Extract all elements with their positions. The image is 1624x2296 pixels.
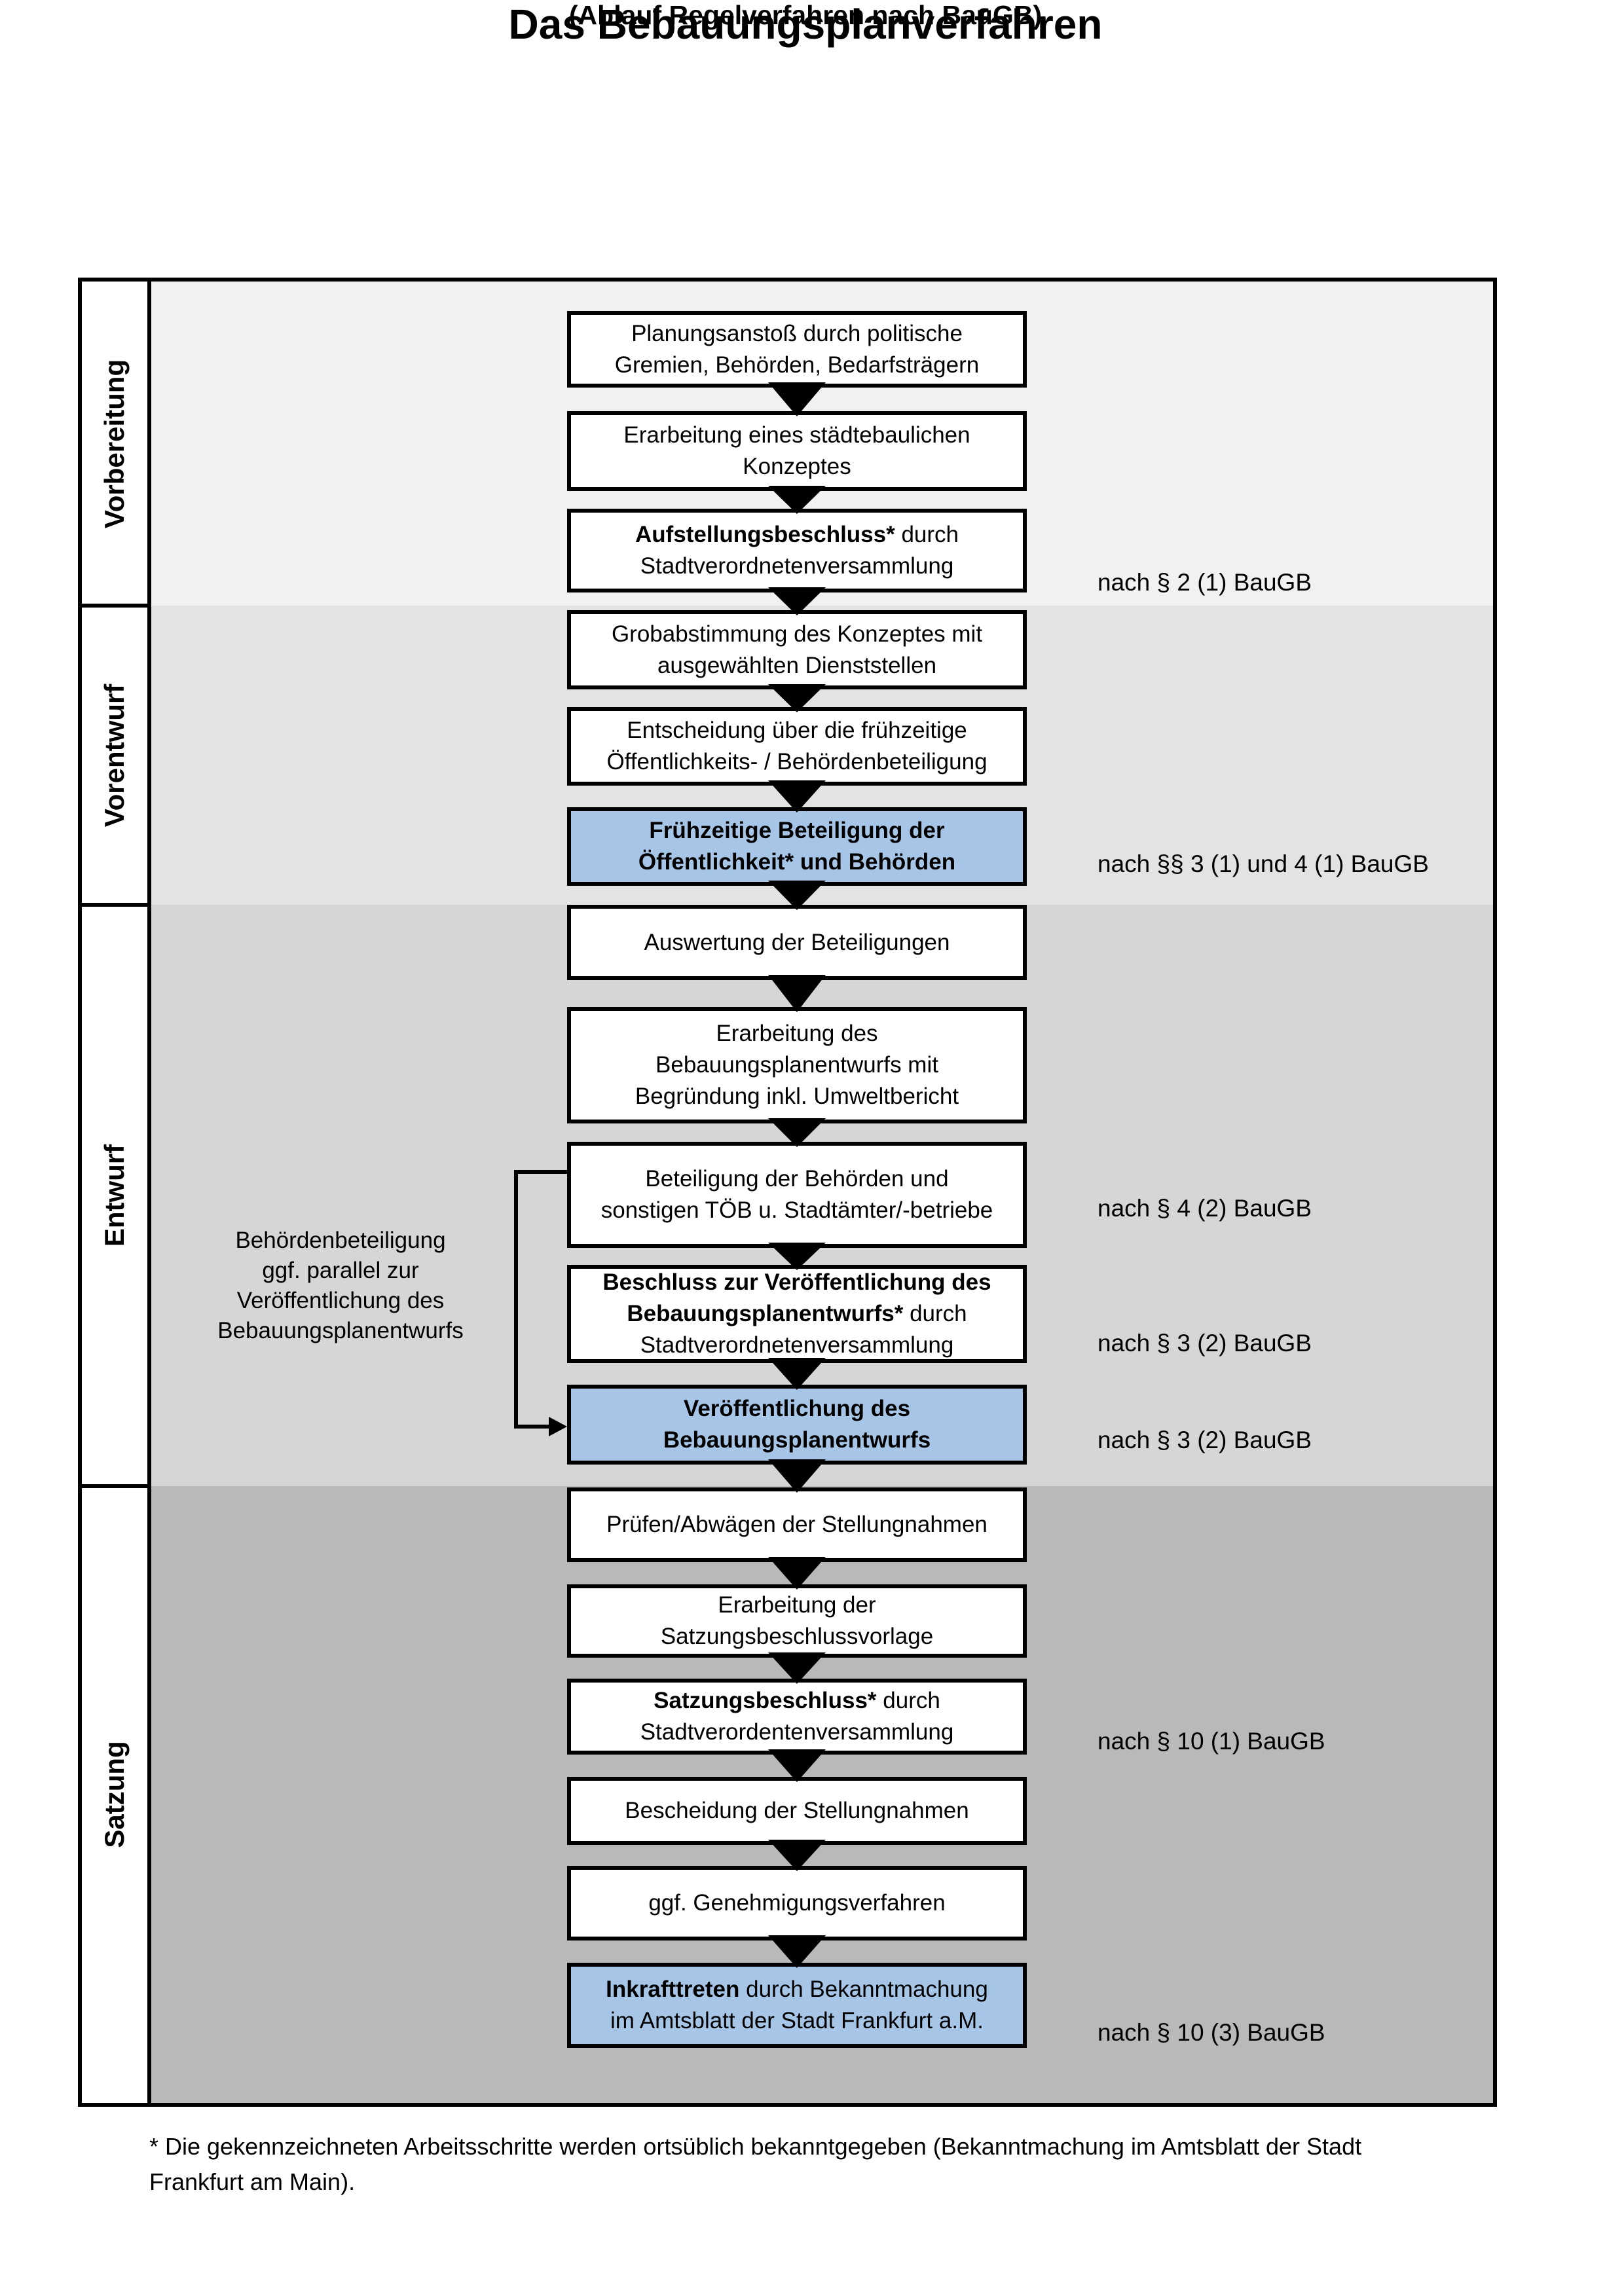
flow-step-text: Satzungsbeschluss* durch	[654, 1688, 940, 1713]
side-note-line: Bebauungsplanentwurfs	[217, 1318, 464, 1343]
arrow-down-icon	[768, 1358, 826, 1390]
phase-divider	[82, 903, 151, 907]
flow-step-grobabstimmung: Grobabstimmung des Konzeptes mit ausgewäh…	[567, 610, 1027, 689]
phase-label-entwurf: Entwurf	[99, 1144, 130, 1247]
flow-step-text: Beteiligung der Behörden und	[645, 1166, 949, 1192]
flow-step-text: Bescheidung der Stellungnahmen	[625, 1798, 969, 1823]
flow-step-text: Auswertung der Beteiligungen	[644, 929, 950, 955]
flow-step-text: Konzeptes	[743, 454, 851, 479]
arrow-down-icon	[768, 1840, 826, 1871]
arrow-down-icon	[768, 382, 826, 416]
flow-step-text: Satzungsbeschlussvorlage	[660, 1624, 934, 1649]
legal-reference-4: nach § 3 (2) BauGB	[1098, 1330, 1312, 1357]
flow-step-text: Gremien, Behörden, Bedarfsträgern	[614, 352, 980, 378]
parallel-connector-line	[514, 1425, 551, 1429]
flow-step-text: Aufstellungsbeschluss* durch	[635, 522, 959, 547]
page-title: Das Bebauungsplanverfahren	[508, 1, 1103, 48]
flow-step-text: Planungsanstoß durch politische	[631, 320, 963, 346]
footnote-line: * Die gekennzeichneten Arbeitsschritte w…	[149, 2133, 1362, 2160]
flow-step-text: Stadtverordnetenversammlung	[640, 553, 954, 579]
phase-label-satzung: Satzung	[99, 1741, 130, 1848]
side-note-line: Behördenbeteiligung	[235, 1228, 446, 1253]
flow-step-text: Beschluss zur Veröffentlichung des	[602, 1269, 991, 1295]
footnote: * Die gekennzeichneten Arbeitsschritte w…	[149, 2129, 1511, 2200]
flow-step-text: Prüfen/Abwägen der Stellungnahmen	[606, 1512, 987, 1537]
legal-reference-1: nach § 2 (1) BauGB	[1098, 569, 1312, 596]
arrow-down-icon	[768, 1749, 826, 1782]
flow-step-text: Bebauungsplanentwurfs	[663, 1427, 931, 1453]
arrow-down-icon	[768, 486, 826, 514]
flow-step-text: Erarbeitung eines städtebaulichen	[623, 422, 970, 448]
phase-label-vorbereitung: Vorbereitung	[99, 359, 130, 528]
flow-step-text: Erarbeitung des	[716, 1021, 878, 1046]
page-subtitle: (Ablauf Regelverfahren nach BauGB)	[568, 0, 1043, 30]
flow-step-text: Entscheidung über die frühzeitige	[627, 718, 967, 743]
flow-step-inkrafttreten: Inkrafttreten durch Bekanntmachung im Amt…	[567, 1963, 1027, 2048]
arrow-down-icon	[768, 1652, 826, 1684]
legal-reference-5: nach § 3 (2) BauGB	[1098, 1427, 1312, 1453]
arrow-down-icon	[768, 1459, 826, 1493]
side-note-line: Veröffentlichung des	[236, 1288, 445, 1313]
arrow-down-icon	[768, 780, 826, 812]
flow-step-text: Frühzeitige Beteiligung der	[649, 818, 945, 843]
flow-step-text: ausgewählten Dienststellen	[657, 652, 937, 678]
phase-column-rule	[147, 282, 151, 2103]
arrow-down-icon	[768, 684, 826, 712]
flow-step-text: Bebauungsplanentwurfs mit	[655, 1052, 938, 1078]
legal-reference-2: nach §§ 3 (1) und 4 (1) BauGB	[1098, 850, 1429, 877]
arrow-right-icon	[549, 1417, 567, 1436]
flow-step-genehmigungsverfahren: ggf. Genehmigungsverfahren	[567, 1866, 1027, 1941]
flow-step-pruefen-abwaegen: Prüfen/Abwägen der Stellungnahmen	[567, 1487, 1027, 1562]
flow-step-auswertung-beteiligungen: Auswertung der Beteiligungen	[567, 905, 1027, 980]
phase-divider	[82, 1484, 151, 1488]
side-note-line: ggf. parallel zur	[262, 1258, 419, 1283]
flow-step-text: Öffentlichkeit* und Behörden	[638, 849, 956, 875]
parallel-connector-line	[514, 1170, 567, 1174]
arrow-down-icon	[768, 1935, 826, 1968]
flow-step-bescheidung-stellungnahmen: Bescheidung der Stellungnahmen	[567, 1777, 1027, 1845]
parallel-connector-line	[514, 1170, 518, 1429]
footnote-line: Frankfurt am Main).	[149, 2168, 356, 2195]
legal-reference-7: nach § 10 (3) BauGB	[1098, 2019, 1325, 2046]
phase-divider	[82, 604, 151, 608]
flow-step-text: Begründung inkl. Umweltbericht	[635, 1084, 959, 1109]
flow-step-text: Stadtverordentenversammlung	[640, 1719, 954, 1745]
legal-reference-6: nach § 10 (1) BauGB	[1098, 1728, 1325, 1755]
phase-label-vorentwurf: Vorentwurf	[99, 683, 130, 827]
arrow-down-icon	[768, 1118, 826, 1147]
flow-step-behoerdenbeteiligung-toeb: Beteiligung der Behörden und sonstigen TÖ…	[567, 1142, 1027, 1248]
phase-label-column	[82, 282, 147, 2103]
arrow-down-icon	[768, 587, 826, 615]
flow-step-text: Veröffentlichung des	[683, 1396, 911, 1421]
arrow-down-icon	[768, 1557, 826, 1590]
flow-step-text: ggf. Genehmigungsverfahren	[648, 1890, 946, 1916]
legal-reference-3: nach § 4 (2) BauGB	[1098, 1195, 1312, 1222]
arrow-down-icon	[768, 881, 826, 910]
flow-step-text: Öffentlichkeits- / Behördenbeteiligung	[606, 749, 987, 774]
arrow-down-icon	[768, 975, 826, 1012]
flow-step-text: Inkrafttreten durch Bekanntmachung	[606, 1977, 988, 2002]
flow-step-text: im Amtsblatt der Stadt Frankfurt a.M.	[610, 2008, 984, 2033]
flow-step-text: sonstigen TÖB u. Stadtämter/-betriebe	[600, 1197, 993, 1223]
flow-step-text: Stadtverordnetenversammlung	[640, 1332, 954, 1358]
arrow-down-icon	[768, 1243, 826, 1270]
flow-step-text: Bebauungsplanentwurfs* durch	[627, 1301, 967, 1326]
flow-step-text: Grobabstimmung des Konzeptes mit	[611, 621, 983, 647]
flow-step-text: Erarbeitung der	[718, 1592, 876, 1618]
